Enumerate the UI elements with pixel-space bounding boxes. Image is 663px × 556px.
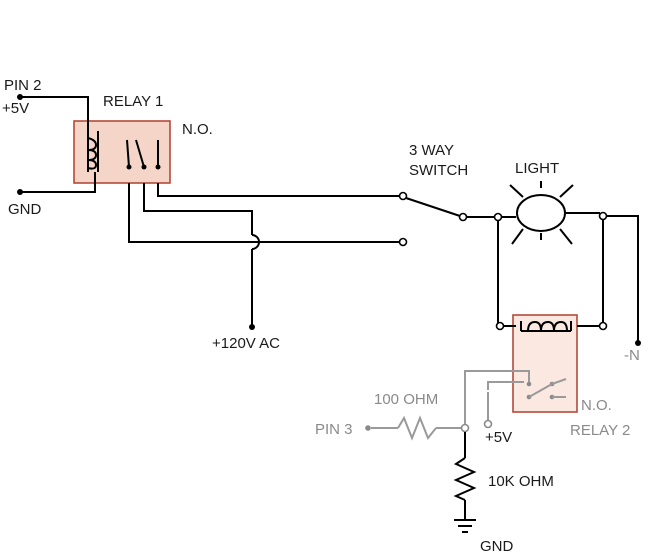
light-rays — [509, 181, 574, 245]
relay-1 — [73, 120, 171, 184]
relay-2-coil — [527, 320, 568, 332]
resistor-10k-label: 10K OHM — [488, 473, 554, 490]
switch-blade — [405, 197, 461, 217]
gnd-top-wire — [20, 172, 96, 193]
switch-common — [458, 212, 468, 222]
neutral-wire — [607, 215, 639, 341]
ac-terminal — [249, 324, 255, 330]
plus5v-bottom-terminal — [483, 419, 493, 429]
relay1-to-ac — [143, 183, 253, 235]
plus5v-bottom-label: +5V — [485, 429, 512, 446]
plus5v-to-relay2 — [487, 381, 524, 390]
switch-label-line1: 3 WAY — [409, 142, 454, 159]
relay1-to-switch-upper — [157, 183, 403, 197]
neutral-terminal — [635, 340, 641, 346]
neutral-label: -N — [624, 347, 640, 364]
relay2-label: RELAY 2 — [570, 422, 630, 439]
pin3-to-relay2 — [464, 370, 530, 424]
three-way-switch — [398, 191, 468, 247]
gnd-bottom-label: GND — [480, 538, 514, 555]
ac-label: +120V AC — [212, 335, 280, 352]
relay-2-contacts — [526, 378, 567, 400]
resistor-100-ohm — [397, 415, 437, 441]
switch-terminal-lower — [398, 237, 408, 247]
light-bulb — [493, 181, 608, 245]
relay1-label: RELAY 1 — [103, 93, 163, 110]
pin2-label: PIN 2 — [4, 77, 42, 94]
relay-1-body — [73, 120, 171, 184]
relay-1-contacts — [126, 139, 161, 170]
gnd-top-label: GND — [8, 201, 42, 218]
relay1-to-switch-lower — [128, 183, 403, 243]
switch-label-line2: SWITCH — [409, 162, 468, 179]
relay-2 — [495, 314, 608, 413]
resistor-100-label: 100 OHM — [374, 391, 438, 408]
pin2-wire — [20, 96, 89, 131]
pin3-label: PIN 3 — [315, 421, 353, 438]
plus5v-top-label: +5V — [2, 100, 29, 117]
light-label: LIGHT — [515, 160, 559, 177]
pin3-terminal — [365, 425, 371, 431]
no-top-label: N.O. — [182, 121, 213, 138]
no-bottom-label: N.O. — [581, 397, 612, 414]
ground-symbol — [454, 519, 476, 533]
switch-terminal-upper — [398, 191, 408, 201]
resistor-10k-ohm — [453, 457, 477, 501]
light-globe — [516, 194, 566, 232]
transistor-base-node — [460, 423, 470, 433]
relay-1-coil — [87, 131, 99, 172]
